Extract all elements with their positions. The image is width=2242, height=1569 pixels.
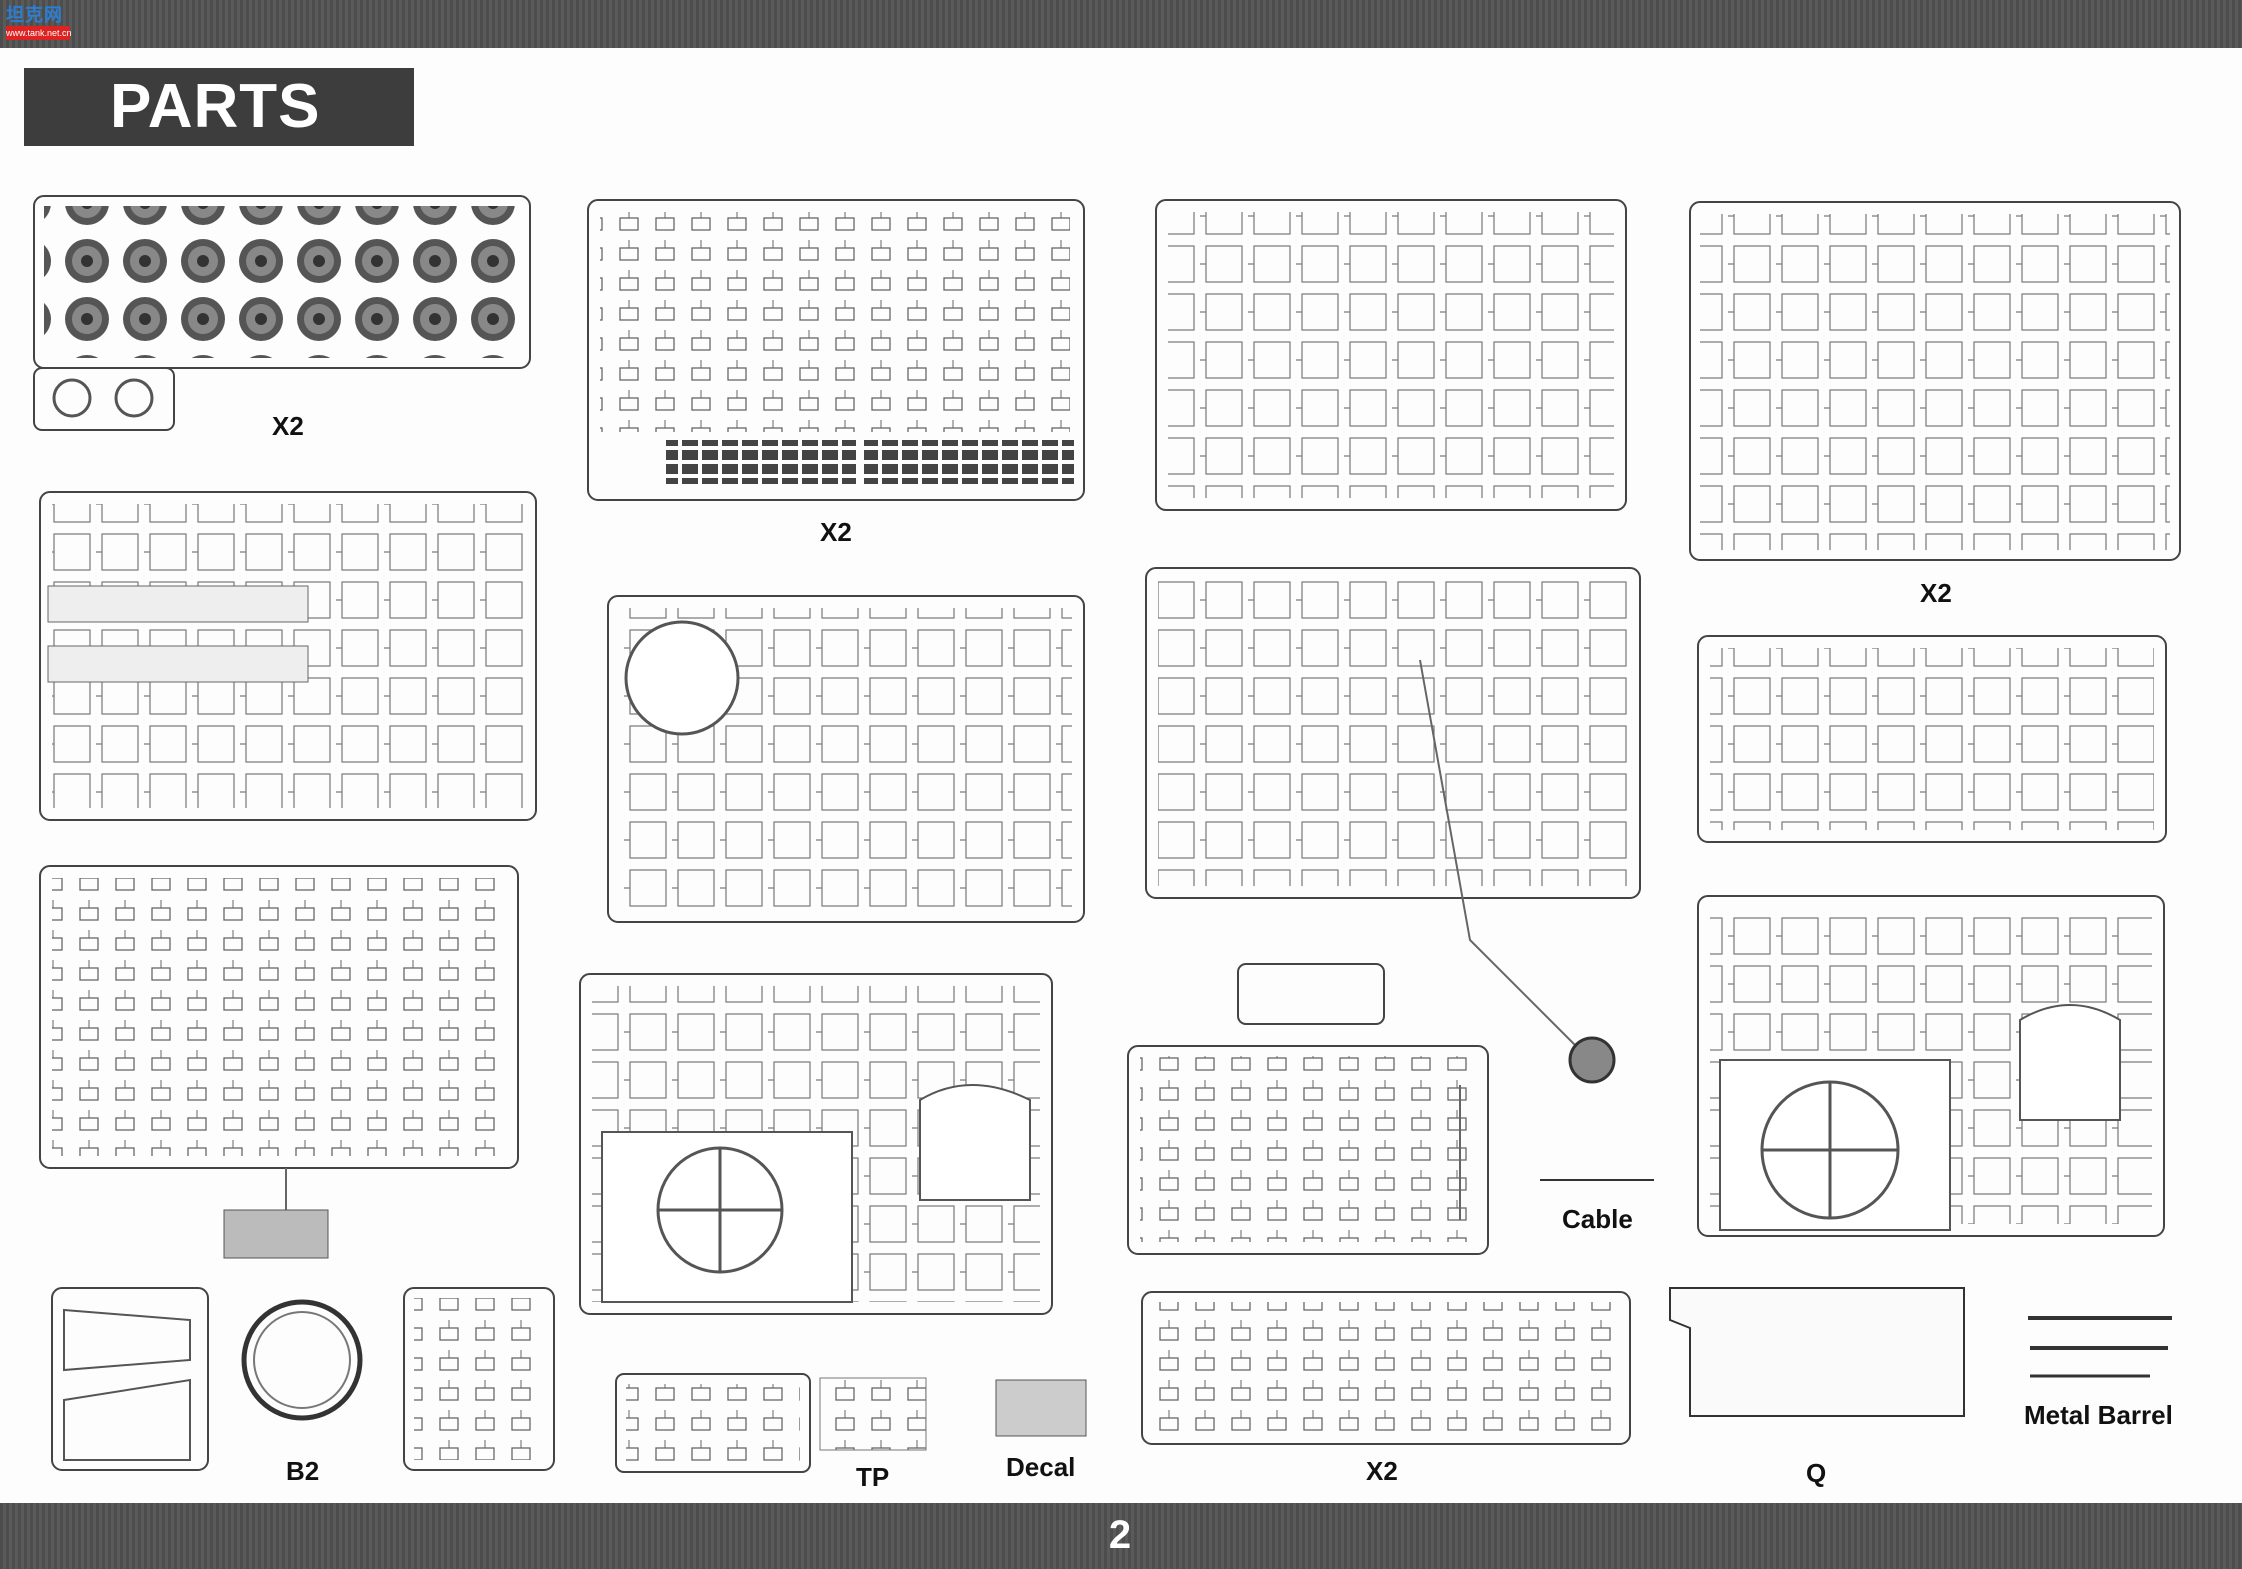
label-c-x2: X2 [272, 411, 304, 441]
watermark-logo: 坦克网 www.tank.net.cn [6, 4, 72, 44]
page-title: PARTS [110, 72, 321, 141]
tp-photo-etch [819, 1377, 927, 1451]
loose-parts [223, 1036, 2172, 1451]
watermark-mark: 坦克网 [6, 5, 63, 25]
title-box [24, 68, 414, 146]
label-tp: TP [856, 1462, 890, 1492]
decal-sheet [995, 1379, 1087, 1437]
label-d-x2: X2 [820, 517, 852, 547]
top-band [0, 0, 2242, 48]
lower-hull-q [1669, 1287, 1965, 1417]
label-f-x2: X2 [1366, 1456, 1398, 1486]
label-metal-barrel: Metal Barrel [2024, 1400, 2173, 1430]
label-cable: Cable [1562, 1204, 1633, 1234]
b2-ring [241, 1299, 363, 1421]
watermark-url: www.tank.net.cn [6, 26, 72, 40]
bottom-band [0, 1503, 2242, 1569]
label-q: Q [1806, 1458, 1827, 1488]
label-b2: B2 [286, 1456, 320, 1486]
label-g-x2: X2 [1920, 578, 1952, 608]
sprue-frames [33, 195, 2181, 1473]
page-number: 2 [1108, 1513, 1132, 1557]
cable-drum [1568, 1036, 1616, 1084]
bottom-part-c [223, 1209, 329, 1259]
sprue-parts [44, 206, 2170, 1462]
label-decal: Decal [1006, 1452, 1076, 1482]
